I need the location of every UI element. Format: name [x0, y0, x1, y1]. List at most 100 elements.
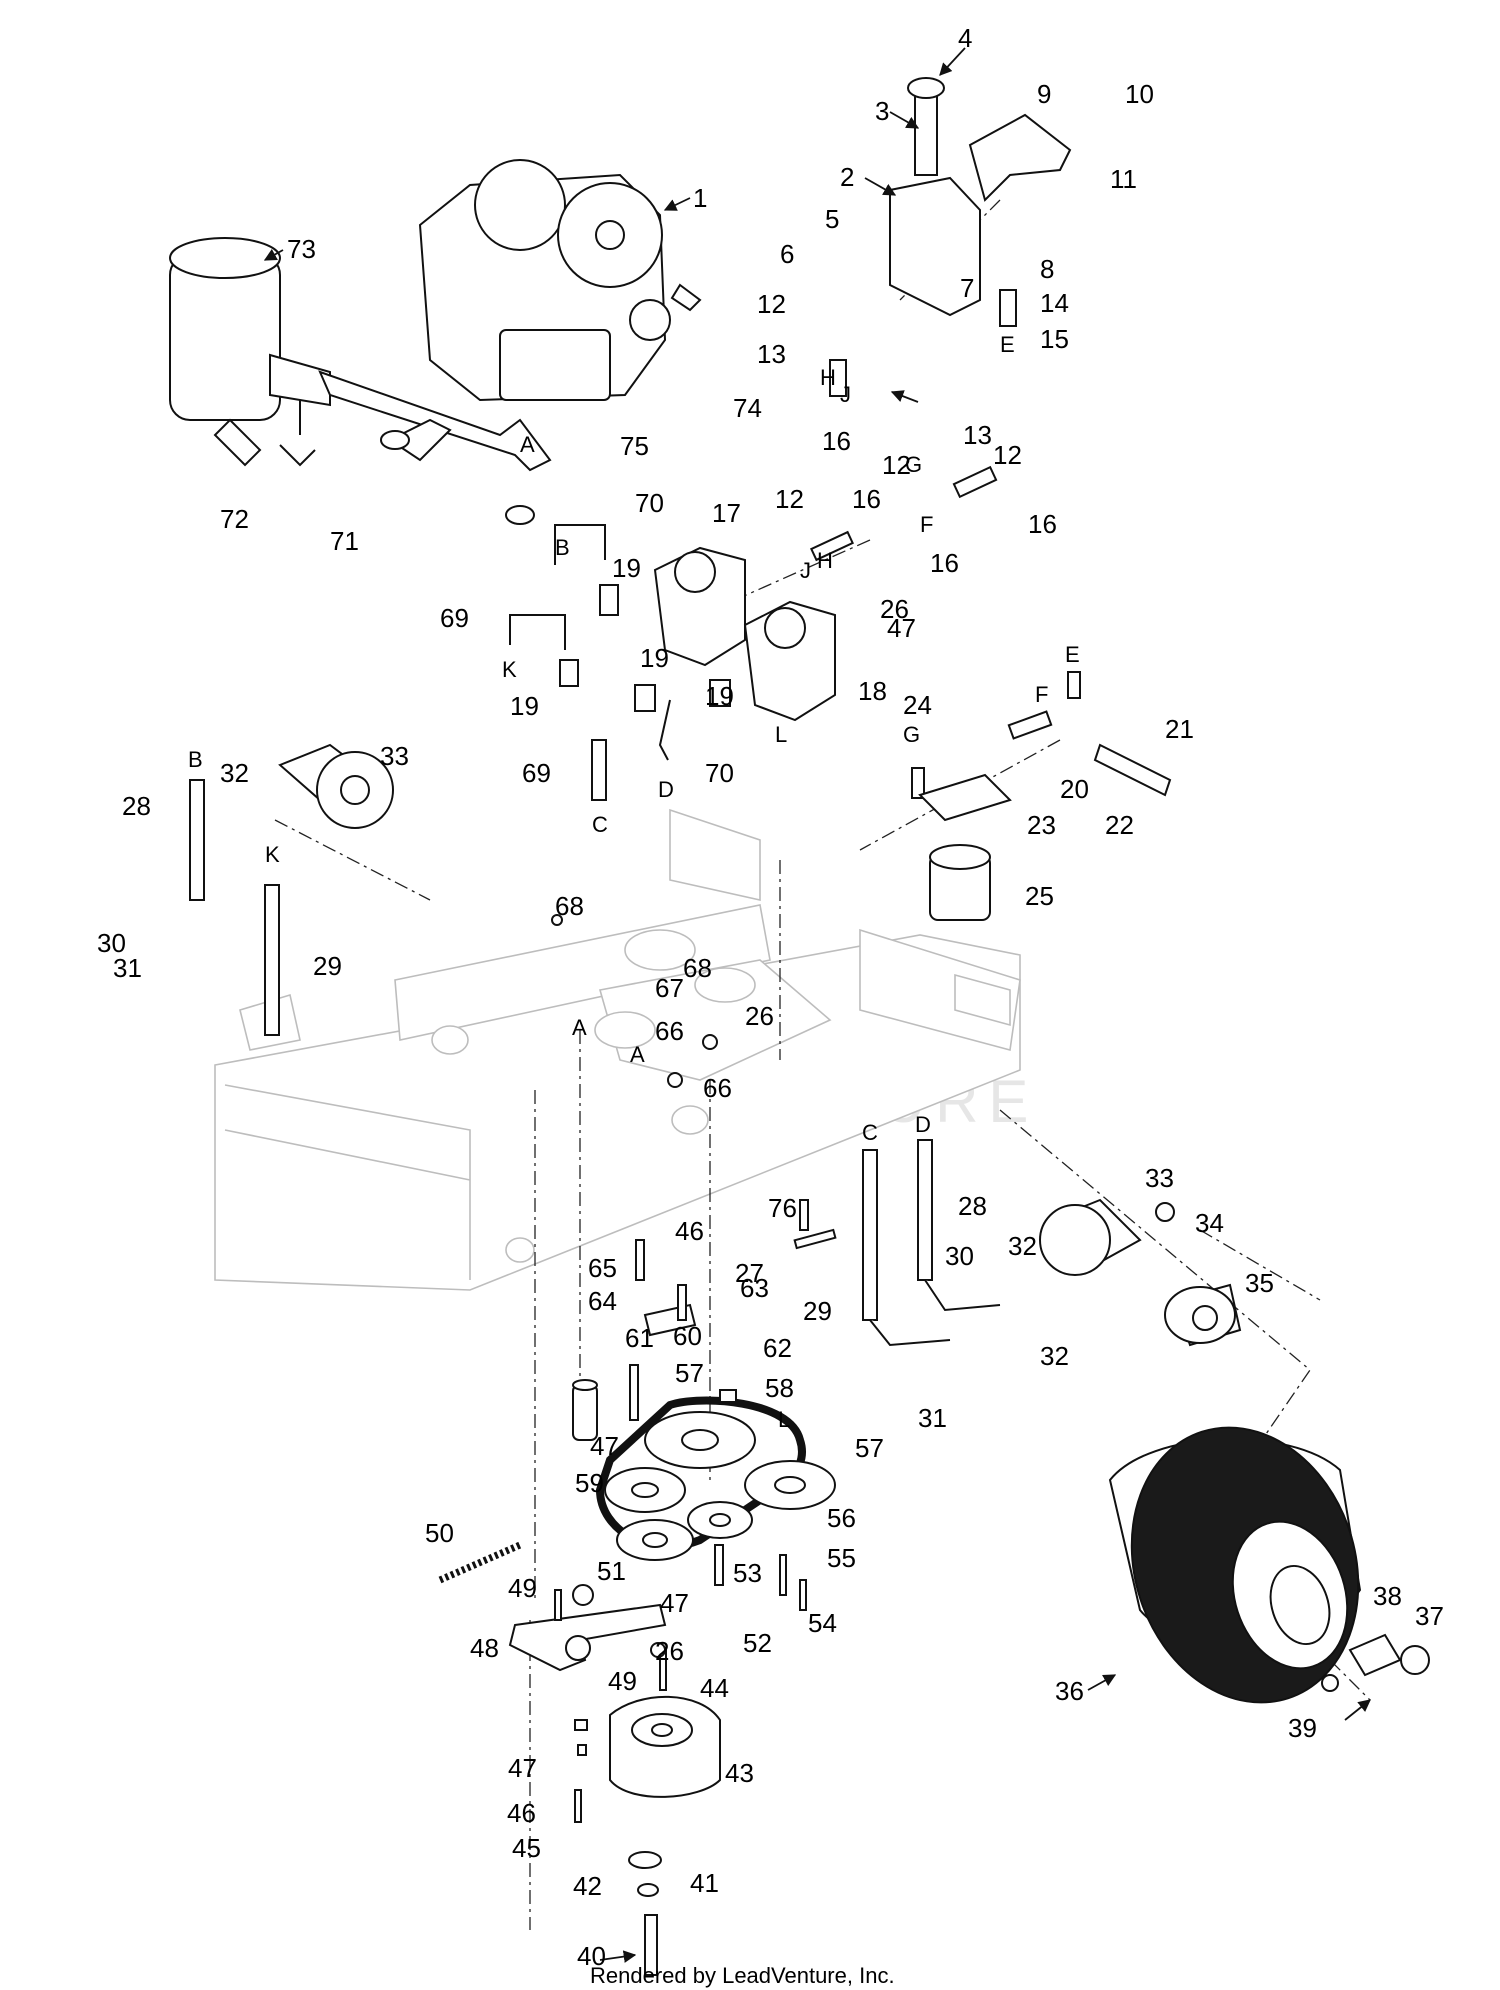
callout-23: 23 [1027, 810, 1056, 840]
callout-32b: 32 [1008, 1231, 1037, 1261]
callout-58: 58 [765, 1373, 794, 1403]
connection-letters: A A A B B C C D D E E F F G G H H J J K … [188, 332, 1080, 1432]
callout-50: 50 [425, 1518, 454, 1548]
muffler [169, 237, 331, 467]
callout-26: 26 [880, 594, 909, 624]
callout-31: 31 [113, 953, 142, 983]
callout-51: 51 [597, 1556, 626, 1586]
callout-19b: 19 [640, 643, 669, 673]
letter-L-pump: L [775, 722, 787, 747]
callout-29b: 29 [803, 1296, 832, 1326]
letter-D-tube: D [915, 1112, 931, 1137]
letter-H-top: H [820, 365, 836, 390]
callout-33b: 33 [1145, 1163, 1174, 1193]
callout-29: 29 [313, 951, 342, 981]
letter-K-tube: K [265, 842, 280, 867]
callout-66: 66 [655, 1016, 684, 1046]
callout-1: 1 [693, 183, 707, 213]
letter-J-mid: J [800, 558, 811, 583]
callout-49: 49 [508, 1573, 537, 1603]
callout-57: 57 [675, 1358, 704, 1388]
leader-lines [263, 47, 1371, 1963]
callout-48: 48 [470, 1633, 499, 1663]
callout-31b: 31 [918, 1403, 947, 1433]
callout-19c: 19 [705, 681, 734, 711]
callout-70b: 70 [705, 758, 734, 788]
callout-16d: 16 [930, 548, 959, 578]
letter-F-right: F [1035, 682, 1048, 707]
letter-K-hose: K [502, 657, 517, 682]
letter-F-top: F [920, 512, 933, 537]
callout-18: 18 [858, 676, 887, 706]
callout-12c: 12 [993, 440, 1022, 470]
letter-L-pulley: L [778, 1407, 790, 1432]
hydraulic-tubes [189, 779, 1001, 1347]
callout-4: 4 [958, 23, 972, 53]
callout-76: 76 [768, 1193, 797, 1223]
letter-E-right: E [1065, 642, 1080, 667]
callout-44: 44 [700, 1673, 729, 1703]
callout-38: 38 [1373, 1581, 1402, 1611]
callout-13b: 13 [963, 420, 992, 450]
callout-54: 54 [808, 1608, 837, 1638]
callout-37: 37 [1415, 1601, 1444, 1631]
wheel-motor-upper [278, 743, 394, 829]
letter-A-frame-2: A [630, 1042, 645, 1067]
callout-68: 68 [555, 891, 584, 921]
letter-G-top: G [905, 452, 922, 477]
letter-D-hose: D [658, 777, 674, 802]
callout-12: 12 [757, 289, 786, 319]
callout-34: 34 [1195, 1208, 1224, 1238]
callout-21: 21 [1165, 714, 1194, 744]
callout-32c: 32 [1040, 1341, 1069, 1371]
drive-tire [1108, 1426, 1362, 1704]
callout-70: 70 [635, 488, 664, 518]
callout-60: 60 [673, 1321, 702, 1351]
mower-frame [214, 808, 1021, 1291]
callout-59: 59 [575, 1468, 604, 1498]
callout-40: 40 [577, 1941, 606, 1971]
callout-8: 8 [1040, 254, 1054, 284]
idler-arm-assembly [438, 1303, 737, 1672]
hydraulic-reservoir [889, 77, 1072, 317]
callout-3: 3 [875, 96, 889, 126]
callout-11: 11 [1110, 164, 1137, 194]
callout-2: 2 [840, 162, 854, 192]
callout-14: 14 [1040, 288, 1069, 318]
callout-47c: 47 [660, 1588, 689, 1618]
callout-62: 62 [763, 1333, 792, 1363]
callout-19d: 19 [510, 691, 539, 721]
callout-numbers: 1 2 3 4 5 6 7 8 9 10 11 12 13 14 15 16 1… [97, 23, 1444, 1971]
pto-clutch [574, 1649, 721, 1976]
callout-49b: 49 [608, 1666, 637, 1696]
callout-6: 6 [780, 239, 794, 269]
callout-16c: 16 [852, 484, 881, 514]
letter-G-mid: G [903, 722, 920, 747]
callout-46: 46 [507, 1798, 536, 1828]
callout-16b: 16 [1028, 509, 1057, 539]
callout-15: 15 [1040, 324, 1069, 354]
callout-33: 33 [380, 741, 409, 771]
callout-69: 69 [440, 603, 469, 633]
callout-55: 55 [827, 1543, 856, 1573]
callout-75: 75 [620, 431, 649, 461]
engine [418, 159, 702, 402]
callout-36: 36 [1055, 1676, 1084, 1706]
callout-47b: 47 [590, 1431, 619, 1461]
callout-72: 72 [220, 504, 249, 534]
callout-30: 30 [97, 928, 126, 958]
hydraulic-fittings [509, 289, 1172, 801]
callout-56: 56 [827, 1503, 856, 1533]
callout-19: 19 [612, 553, 641, 583]
callout-12d: 12 [775, 484, 804, 514]
callout-68b: 68 [683, 953, 712, 983]
callout-26c: 26 [655, 1636, 684, 1666]
hydro-pump-left [653, 546, 746, 667]
oil-filter [918, 773, 1012, 921]
letter-A-frame-1: A [572, 1015, 587, 1040]
callout-20: 20 [1060, 774, 1089, 804]
hydro-pump-right [743, 600, 836, 722]
letter-E-top: E [1000, 332, 1015, 357]
callout-5: 5 [825, 204, 839, 234]
